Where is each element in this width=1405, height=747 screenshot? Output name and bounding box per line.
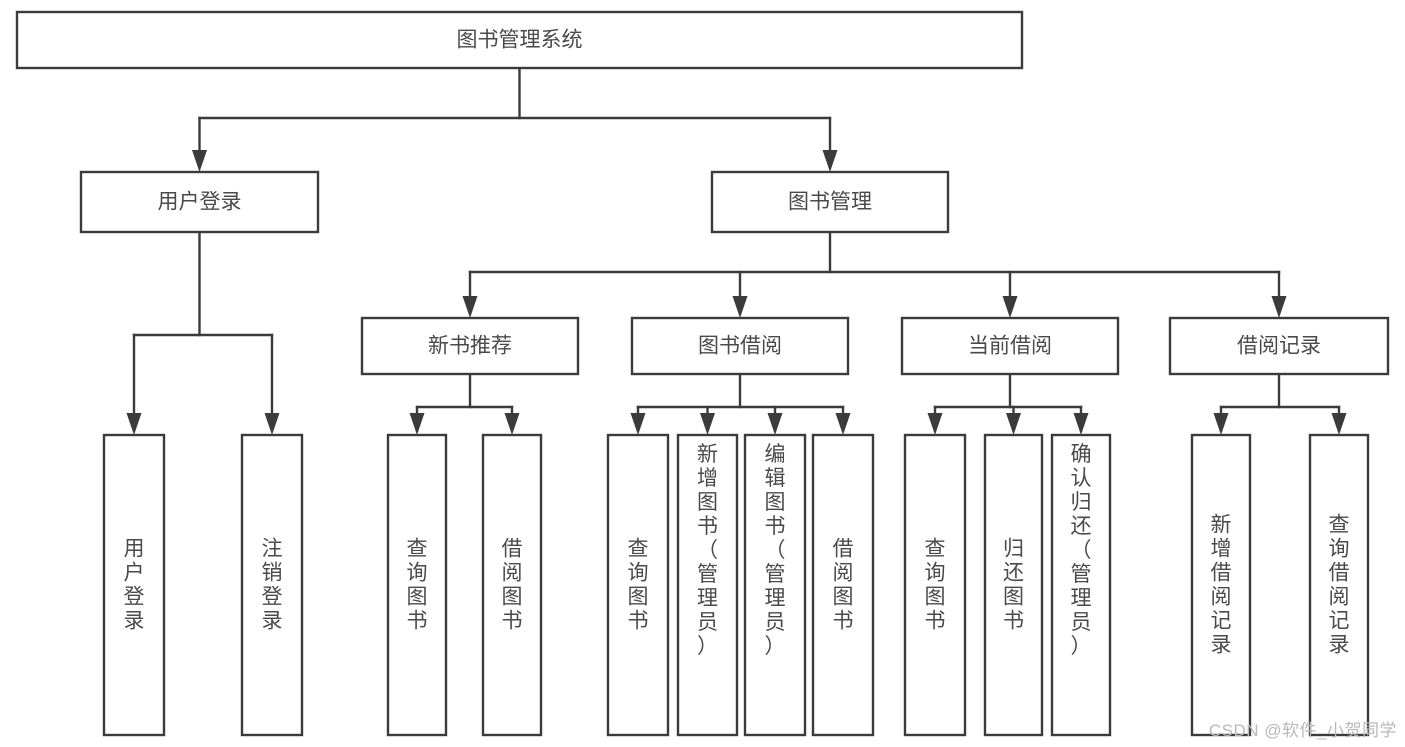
node-current-borrow[interactable]: 当前借阅 <box>900 316 1120 376</box>
node-new-book-recommend-label: 新书推荐 <box>428 335 512 358</box>
node-leaf-query-book-2-box[interactable] <box>606 433 670 737</box>
node-leaf-add-book[interactable]: 新增图书（管理员） <box>676 433 739 737</box>
node-leaf-edit-book[interactable]: 编辑图书（管理员） <box>743 433 807 737</box>
node-leaf-query-book-1-box[interactable] <box>386 433 448 737</box>
node-borrow-record-label: 借阅记录 <box>1237 335 1321 358</box>
node-leaf-borrow-book-1-label: 借阅图书 <box>502 538 523 633</box>
node-leaf-query-book-2-label: 查询图书 <box>628 538 649 633</box>
node-leaf-return-book-label: 归还图书 <box>1003 538 1024 633</box>
node-leaf-logout-login-label: 注销登录 <box>262 538 283 633</box>
node-leaf-return-book[interactable]: 归还图书 <box>983 433 1044 737</box>
node-leaf-query-book-1-label: 查询图书 <box>407 538 428 633</box>
node-root-system[interactable]: 图书管理系统 <box>15 10 1024 70</box>
node-leaf-query-book-3-box[interactable] <box>903 433 967 737</box>
node-root-system-label: 图书管理系统 <box>457 29 583 52</box>
node-leaf-query-book-3-label: 查询图书 <box>925 538 946 633</box>
node-leaf-confirm-return[interactable]: 确认归还（管理员） <box>1050 433 1112 737</box>
node-book-borrow-label: 图书借阅 <box>698 335 782 358</box>
node-leaf-query-book-2[interactable]: 查询图书 <box>606 433 670 737</box>
node-book-borrow-box[interactable] <box>630 316 850 376</box>
node-leaf-return-book-box[interactable] <box>983 433 1044 737</box>
node-leaf-borrow-book-2[interactable]: 借阅图书 <box>811 433 875 737</box>
node-book-manage-label: 图书管理 <box>788 191 872 214</box>
node-leaf-query-book-3[interactable]: 查询图书 <box>903 433 967 737</box>
node-new-book-recommend[interactable]: 新书推荐 <box>360 316 580 376</box>
node-leaf-edit-book-label: 编辑图书（管理员） <box>765 443 786 658</box>
node-borrow-record-box[interactable] <box>1168 316 1390 376</box>
node-book-manage[interactable]: 图书管理 <box>710 170 950 234</box>
node-leaf-user-login[interactable]: 用户登录 <box>102 433 166 737</box>
node-new-book-recommend-box[interactable] <box>360 316 580 376</box>
node-layer: 图书管理系统用户登录图书管理新书推荐图书借阅当前借阅借阅记录用户登录注销登录查询… <box>15 10 1390 737</box>
node-book-manage-box[interactable] <box>710 170 950 234</box>
node-leaf-borrow-book-2-box[interactable] <box>811 433 875 737</box>
node-leaf-query-record[interactable]: 查询借阅记录 <box>1308 433 1370 737</box>
node-user-login-box[interactable] <box>79 170 320 234</box>
node-leaf-confirm-return-label: 确认归还（管理员） <box>1071 443 1092 658</box>
node-leaf-add-record[interactable]: 新增借阅记录 <box>1190 433 1252 737</box>
node-leaf-edit-book-box[interactable] <box>743 433 807 737</box>
node-borrow-record[interactable]: 借阅记录 <box>1168 316 1390 376</box>
node-leaf-add-book-label: 新增图书（管理员） <box>697 443 718 658</box>
node-leaf-logout-login-box[interactable] <box>240 433 304 737</box>
node-leaf-query-record-box[interactable] <box>1308 433 1370 737</box>
node-leaf-query-book-1[interactable]: 查询图书 <box>386 433 448 737</box>
connector-layer <box>126 66 1347 435</box>
node-leaf-logout-login[interactable]: 注销登录 <box>240 433 304 737</box>
node-leaf-borrow-book-1-box[interactable] <box>481 433 543 737</box>
node-leaf-borrow-book-2-label: 借阅图书 <box>833 538 854 633</box>
node-root-system-box[interactable] <box>15 10 1024 70</box>
node-leaf-user-login-label: 用户登录 <box>124 538 145 633</box>
node-user-login[interactable]: 用户登录 <box>79 170 320 234</box>
node-user-login-label: 用户登录 <box>158 191 242 214</box>
node-leaf-add-record-label: 新增借阅记录 <box>1211 514 1232 657</box>
node-current-borrow-box[interactable] <box>900 316 1120 376</box>
node-leaf-add-record-box[interactable] <box>1190 433 1252 737</box>
node-leaf-confirm-return-box[interactable] <box>1050 433 1112 737</box>
node-leaf-borrow-book-1[interactable]: 借阅图书 <box>481 433 543 737</box>
node-current-borrow-label: 当前借阅 <box>968 335 1052 358</box>
node-book-borrow[interactable]: 图书借阅 <box>630 316 850 376</box>
node-leaf-query-record-label: 查询借阅记录 <box>1329 514 1350 657</box>
node-leaf-add-book-box[interactable] <box>676 433 739 737</box>
node-leaf-user-login-box[interactable] <box>102 433 166 737</box>
